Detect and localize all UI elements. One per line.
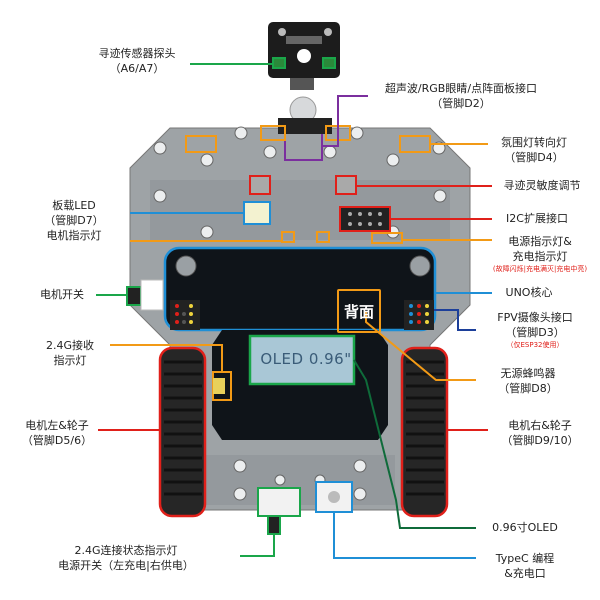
i2c-text: I2C扩展接口 [506,212,568,225]
label-power-switch: 2.4G连接状态指示灯 电源开关（左充电|右供电） [14,543,238,573]
label-track-sensitivity: 寻迹灵敏度调节 [494,178,590,193]
typec-text-2: &充电口 [504,567,546,580]
motor-right-text: 电机右&轮子 [508,419,572,432]
label-motor-switch: 电机开关 [30,287,94,302]
label-fpv-camera: FPV摄像头接口 （管脚D3） （仅ESP32使用） [480,310,590,350]
buzzer-pin-text: （管脚D8） [498,382,558,395]
typec-text: TypeC 编程 [495,552,555,565]
buzzer-text: 无源蜂鸣器 [500,367,556,380]
ultrasonic-pin-text: （管脚D2） [431,97,491,110]
track-sensor-pins-text: （A6/A7） [109,62,165,75]
lower-board [212,330,388,440]
label-motor-left: 电机左&轮子 （管脚D5/6） [14,418,100,448]
uno-core-board [126,246,437,332]
power-indicator-text: 电源指示灯& [508,235,572,248]
motor-left-pins-text: （管脚D5/6） [21,434,93,447]
charge-indicator-text: 充电指示灯 [512,250,568,263]
back-side-badge: 背面 [337,289,381,333]
charge-note-text: (故障闪烁|充电满灭|充电中亮) [492,265,588,273]
right-wheel [400,346,449,518]
label-onboard-led: 板载LED （管脚D7） 电机指示灯 [20,198,128,243]
screw-holes [153,126,447,501]
motor-indicator-text: 电机指示灯 [46,229,102,242]
motor-left-text: 电机左&轮子 [25,419,89,432]
uno-core-text: UNO核心 [505,286,553,299]
onboard-led-pin-text: （管脚D7） [44,214,104,227]
fpv-camera-text: FPV摄像头接口 [497,311,573,324]
fpv-camera-pin-text: （管脚D3） [505,326,565,339]
label-motor-right: 电机右&轮子 （管脚D9/10） [490,418,590,448]
motor-switch-text: 电机开关 [40,288,84,301]
label-power-indicator: 电源指示灯& 充电指示灯 (故障闪烁|充电满灭|充电中亮) [482,234,598,274]
link-indicator-text: 2.4G连接状态指示灯 [74,544,178,557]
label-uno-core: UNO核心 [494,285,564,300]
oled-screen-text: OLED 0.96" [260,350,352,368]
motor-right-pins-text: （管脚D9/10） [501,434,579,447]
label-ambient-light: 氛围灯转向灯 （管脚D4） [488,135,580,165]
label-i2c: I2C扩展接口 [494,211,580,226]
label-oled: 0.96寸OLED [480,520,570,535]
label-rx-indicator: 2.4G接收 指示灯 [30,338,110,368]
label-buzzer: 无源蜂鸣器 （管脚D8） [480,366,576,396]
ultrasonic-text: 超声波/RGB眼睛/点阵面板接口 [384,82,538,95]
rx-indicator-text-2: 指示灯 [53,354,87,367]
onboard-led-text: 板载LED [52,199,96,212]
label-ultrasonic: 超声波/RGB眼睛/点阵面板接口 （管脚D2） [366,81,556,111]
fpv-note-text: （仅ESP32使用） [506,341,564,349]
label-track-sensor: 寻迹传感器探头 （A6/A7） [82,46,192,76]
oled-text-label: 0.96寸OLED [492,521,558,534]
track-sensor-probe [268,22,340,78]
track-sensitivity-text: 寻迹灵敏度调节 [503,179,581,192]
power-switch-text: 电源开关（左充电|右供电） [58,559,194,572]
left-wheel [158,346,207,518]
label-typec: TypeC 编程 &充电口 [480,551,570,581]
track-sensor-text: 寻迹传感器探头 [98,47,176,60]
rx-indicator-text-1: 2.4G接收 [45,339,95,352]
ambient-light-pin-text: （管脚D4） [504,151,564,164]
ambient-light-text: 氛围灯转向灯 [501,136,567,149]
